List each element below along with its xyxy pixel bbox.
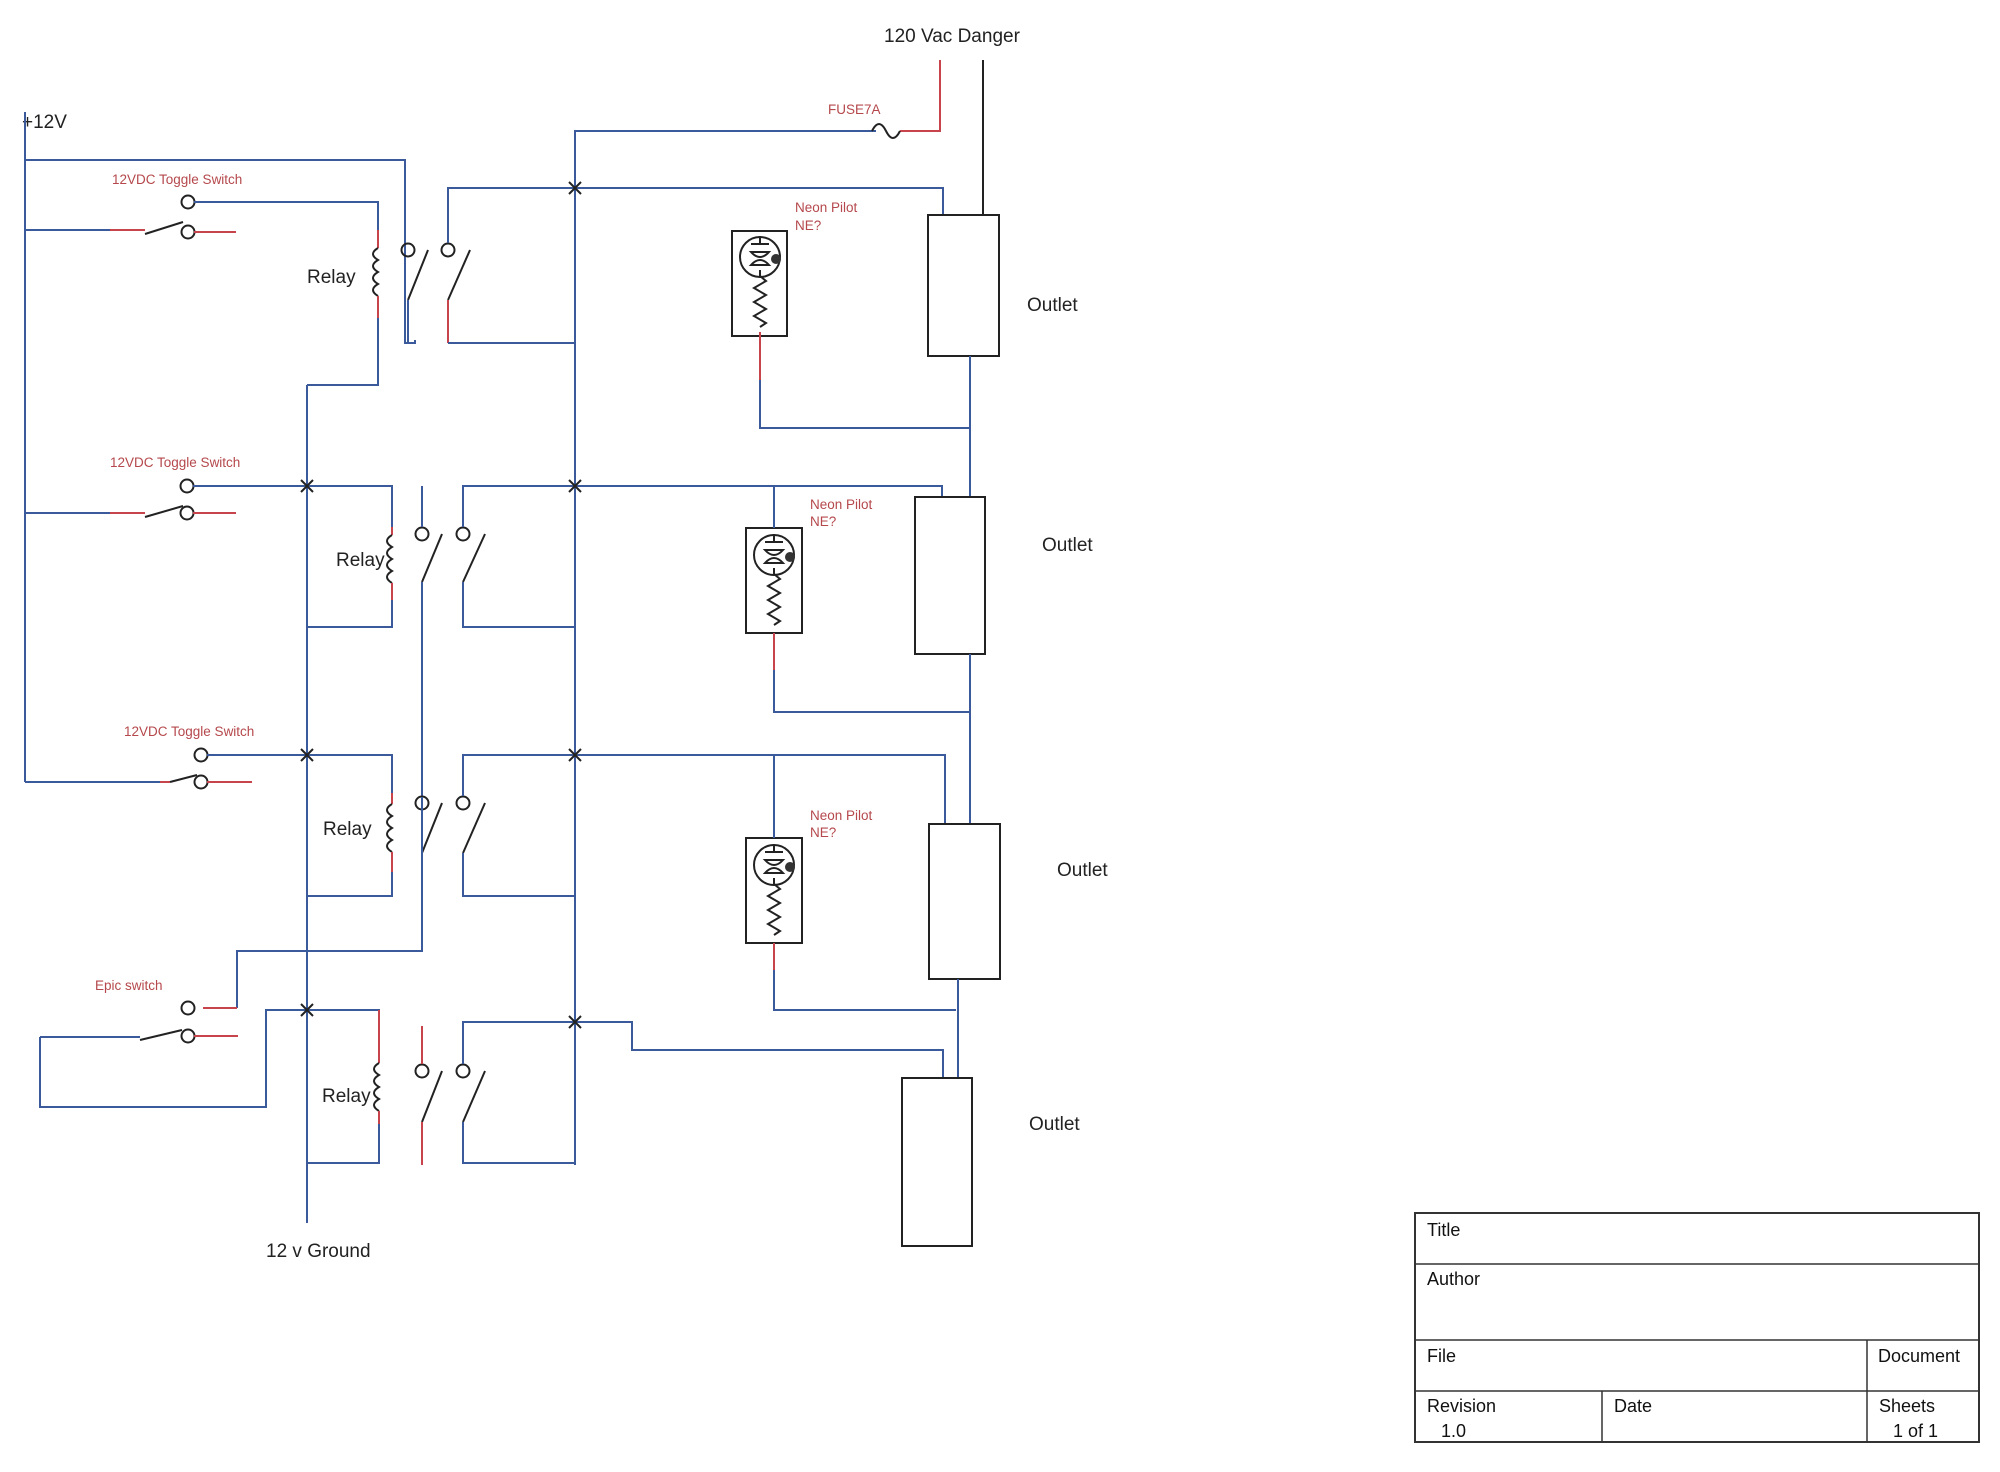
- tb-sheets-value: 1 of 1: [1893, 1421, 1938, 1441]
- dc-positive-bus: [24, 112, 416, 782]
- pilot-label-3a: Neon Pilot: [810, 808, 873, 823]
- outlet-3: Outlet: [928, 823, 1108, 1078]
- tb-sheets: Sheets: [1879, 1396, 1935, 1416]
- tb-document: Document: [1878, 1346, 1960, 1366]
- switch-label-4: Epic switch: [95, 978, 163, 993]
- fuse-label: FUSE7A: [828, 102, 881, 117]
- vac-label: 120 Vac Danger: [884, 26, 1021, 47]
- tb-revision-value: 1.0: [1441, 1421, 1466, 1441]
- tb-author: Author: [1427, 1269, 1480, 1289]
- outlet-2: Outlet: [914, 496, 1093, 824]
- ground-label: 12 v Ground: [266, 1241, 371, 1262]
- pilot-label-1b: NE?: [795, 218, 821, 233]
- ac-feed: [574, 60, 984, 215]
- pilot-1: Neon Pilot NE?: [731, 200, 970, 429]
- tb-file: File: [1427, 1346, 1456, 1366]
- outlet-label-2: Outlet: [1042, 535, 1093, 556]
- tb-revision: Revision: [1427, 1396, 1496, 1416]
- outlet-label-3: Outlet: [1057, 860, 1108, 881]
- pilot-2: Neon Pilot NE?: [745, 486, 970, 713]
- outlet-1: Outlet: [927, 214, 1078, 497]
- v12-label: +12V: [22, 112, 67, 133]
- tb-date: Date: [1614, 1396, 1652, 1416]
- pilot-3: Neon Pilot NE?: [745, 755, 956, 1011]
- relay-label-1: Relay: [307, 267, 356, 288]
- row-1: 12VDC Toggle Switch Relay: [25, 172, 944, 386]
- outlet-label-1: Outlet: [1027, 295, 1078, 316]
- pilot-label-3b: NE?: [810, 825, 836, 840]
- relay-label-4: Relay: [322, 1086, 371, 1107]
- row-2: 12VDC Toggle Switch Relay: [25, 455, 943, 797]
- pilot-label-2a: Neon Pilot: [810, 497, 873, 512]
- relay-label-3: Relay: [323, 819, 372, 840]
- row-4: Epic switch Relay: [39, 797, 944, 1165]
- switch-label-1: 12VDC Toggle Switch: [112, 172, 242, 187]
- outlet-label-4: Outlet: [1029, 1114, 1080, 1135]
- switch-label-2: 12VDC Toggle Switch: [110, 455, 240, 470]
- pilot-label-2b: NE?: [810, 514, 836, 529]
- fuse-symbol: [871, 123, 901, 139]
- row-3: 12VDC Toggle Switch Relay: [25, 724, 946, 897]
- tb-title: Title: [1427, 1220, 1460, 1240]
- switch-label-3: 12VDC Toggle Switch: [124, 724, 254, 739]
- pilot-label-1a: Neon Pilot: [795, 200, 858, 215]
- outlet-4: Outlet: [901, 1077, 1080, 1247]
- relay-label-2: Relay: [336, 550, 385, 571]
- title-block: Title Author File Document Revision 1.0 …: [1414, 1212, 1980, 1443]
